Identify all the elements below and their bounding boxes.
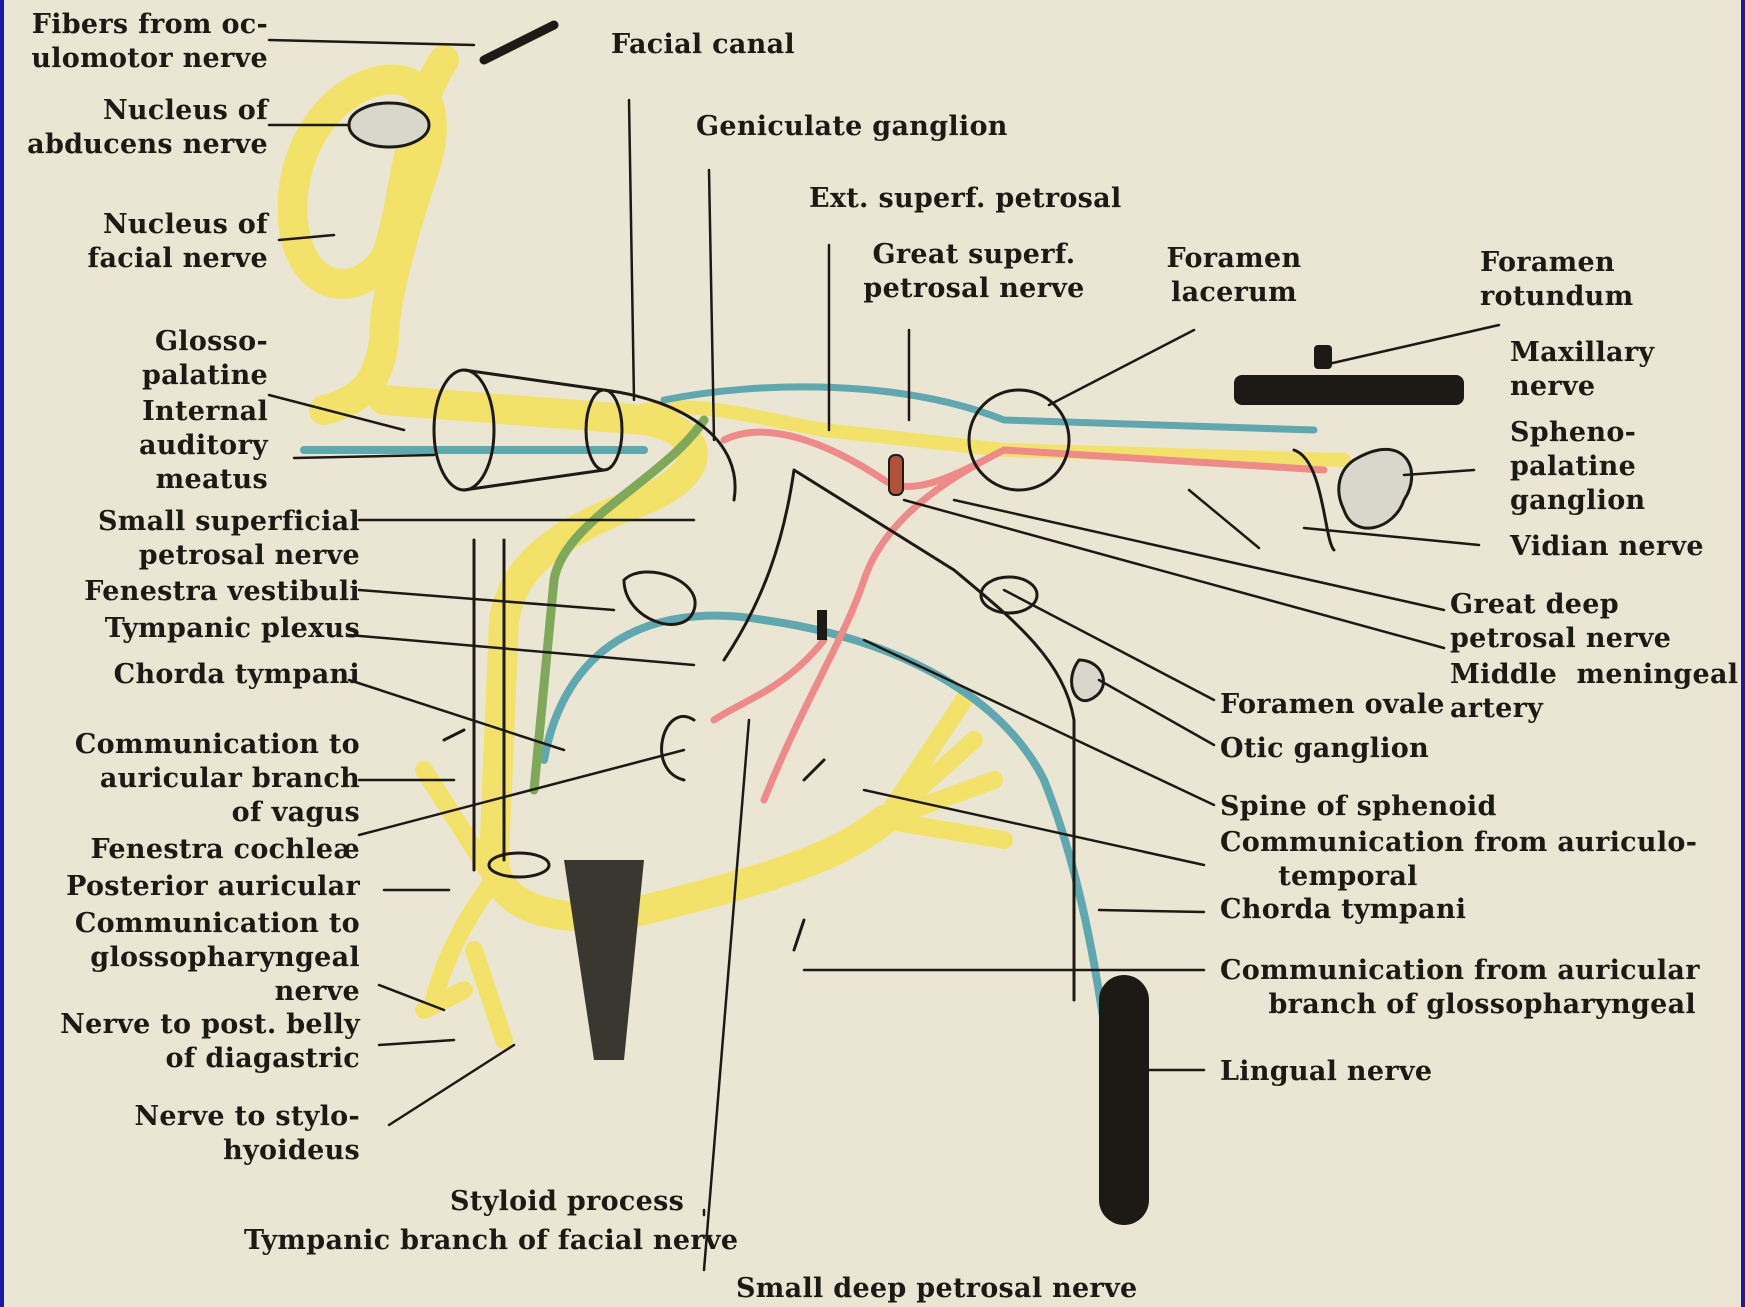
sphenoid-outline [724, 470, 1074, 1000]
label-middle-meningeal: Middle meningeal artery [1450, 658, 1738, 726]
label-small-deep-petrosal: Small deep petrosal nerve [736, 1272, 1138, 1306]
label-communication-auricular-glosso: Communication from auricular branch of g… [1220, 954, 1700, 1022]
label-great-deep-petrosal: Great deep petrosal nerve [1450, 588, 1671, 656]
label-fenestra-cochleae: Fenestra cochleæ [10, 833, 360, 867]
abducens-nucleus [349, 103, 429, 147]
label-glosso-palatine: Glosso- palatine [10, 325, 268, 393]
label-nerve-stylohyoideus: Nerve to stylo- hyoideus [10, 1100, 360, 1168]
label-lingual-nerve: Lingual nerve [1220, 1055, 1432, 1089]
foramen-lacerum-circle [969, 390, 1069, 490]
label-fibers-oculomotor: Fibers from oc- ulomotor nerve [10, 8, 268, 76]
label-foramen-rotundum: Foramen rotundum [1480, 246, 1633, 314]
petrosal-marker [889, 455, 903, 495]
label-tympanic-plexus: Tympanic plexus [10, 612, 360, 646]
foramen-ovale-ring [981, 577, 1037, 613]
maxillary-nerve-bar [1234, 375, 1464, 405]
label-communication-glossopharyngeal: Communication to glossopharyngeal nerve [10, 907, 360, 1009]
label-sphenopalatine-ganglion: Spheno- palatine ganglion [1510, 416, 1645, 518]
label-foramen-ovale: Foramen ovale [1220, 688, 1445, 722]
label-styloid-process: Styloid process [450, 1185, 684, 1219]
label-nerve-post-belly-digastric: Nerve to post. belly of diagastric [10, 1008, 360, 1076]
label-otic-ganglion: Otic ganglion [1220, 732, 1429, 766]
label-chorda-tympani-left: Chorda tympani [10, 658, 360, 692]
label-vidian-nerve: Vidian nerve [1510, 530, 1704, 564]
label-geniculate-ganglion: Geniculate ganglion [696, 110, 1008, 144]
label-communication-auricular-vagus: Communication to auricular branch of vag… [10, 728, 360, 830]
lingual-nerve-body [1099, 975, 1149, 1225]
label-chorda-tympani-right: Chorda tympani [1220, 893, 1466, 927]
label-foramen-lacerum: Foramen lacerum [1154, 242, 1314, 310]
label-great-superf-petrosal: Great superf. petrosal nerve [859, 238, 1089, 306]
label-spine-sphenoid: Spine of sphenoid [1220, 790, 1497, 824]
label-nucleus-facial: Nucleus of facial nerve [10, 208, 268, 276]
label-internal-auditory-meatus: Internal auditory meatus [10, 395, 268, 497]
label-facial-canal: Facial canal [611, 28, 795, 62]
label-posterior-auricular: Posterior auricular [10, 870, 360, 904]
label-tympanic-branch-facial: Tympanic branch of facial nerve [244, 1224, 738, 1258]
label-maxillary-nerve: Maxillary nerve [1510, 336, 1654, 404]
tympanic-outline [624, 572, 824, 780]
small-deep-petrosal-marker [817, 610, 827, 640]
styloid-process [564, 860, 644, 1060]
label-ext-superf-petrosal: Ext. superf. petrosal [809, 182, 1122, 216]
diagram-stage: Fibers from oc- ulomotor nerve Nucleus o… [4, 0, 1741, 1307]
label-fenestra-vestibuli: Fenestra vestibuli [10, 575, 360, 609]
label-communication-auriculotemporal: Communication from auriculo- temporal [1220, 826, 1697, 894]
label-nucleus-abducens: Nucleus of abducens nerve [10, 94, 268, 162]
canal-ring-1 [434, 370, 494, 490]
label-small-superficial-petrosal: Small superficial petrosal nerve [10, 505, 360, 573]
oculomotor-fiber [484, 25, 554, 60]
